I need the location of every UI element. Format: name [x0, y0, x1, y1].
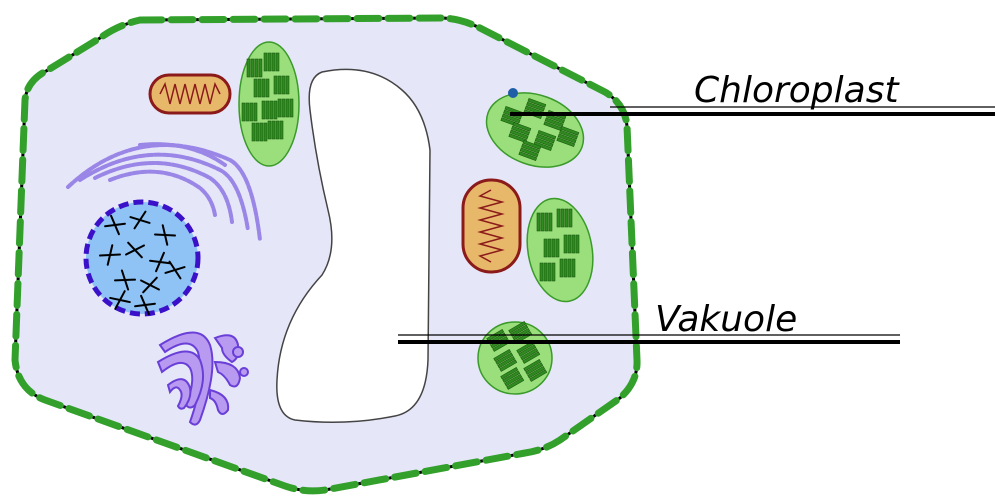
mitochondrion [463, 180, 520, 272]
nucleus [86, 202, 198, 314]
mitochondrion [150, 75, 230, 113]
label-text-vacuole: Vakuole [655, 299, 797, 340]
pointer-dot [508, 88, 518, 98]
label-text-chloroplast: Chloroplast [694, 70, 900, 111]
